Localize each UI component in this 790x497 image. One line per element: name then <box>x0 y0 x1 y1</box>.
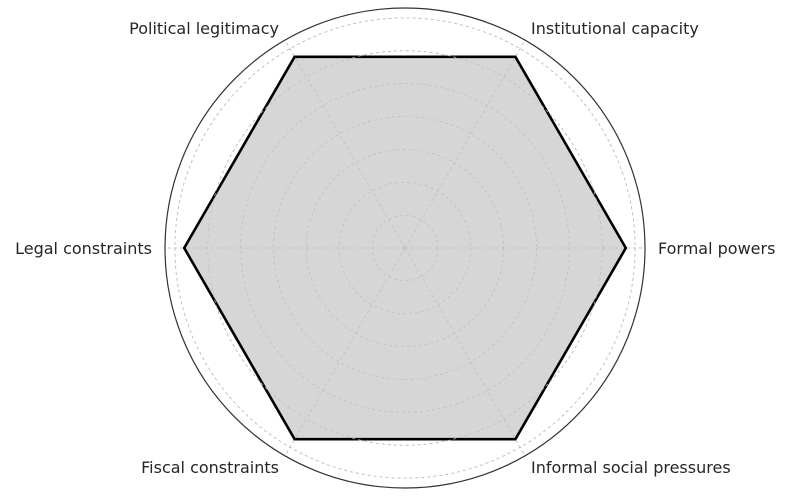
grid-ring-overlay <box>371 214 439 282</box>
axis-label-informal-social-pressures: Informal social pressures <box>531 458 731 477</box>
axis-label-fiscal-constraints: Fiscal constraints <box>141 458 279 477</box>
grid-ring-overlay <box>306 149 504 347</box>
axis-label-formal-powers: Formal powers <box>658 239 775 258</box>
axis-label-institutional-capacity: Institutional capacity <box>531 19 699 38</box>
grid-ring-overlay <box>240 83 570 413</box>
label-layer: Formal powers Institutional capacity Pol… <box>15 19 775 477</box>
grid-ring-overlay <box>207 50 603 446</box>
grid-spoke-overlay <box>404 247 526 457</box>
grid-spoke-overlay <box>284 247 406 457</box>
grid-spoke-overlay <box>404 39 526 249</box>
grid-ring-overlay <box>174 17 636 479</box>
grid-spoke-overlay <box>284 39 406 249</box>
grid-ring-overlay <box>338 181 472 315</box>
series-layer <box>165 17 645 479</box>
grid-ring-overlay <box>273 116 537 380</box>
polar-frame <box>164 7 646 489</box>
axis-label-political-legitimacy: Political legitimacy <box>129 19 279 38</box>
axis-label-legal-constraints: Legal constraints <box>15 239 152 258</box>
